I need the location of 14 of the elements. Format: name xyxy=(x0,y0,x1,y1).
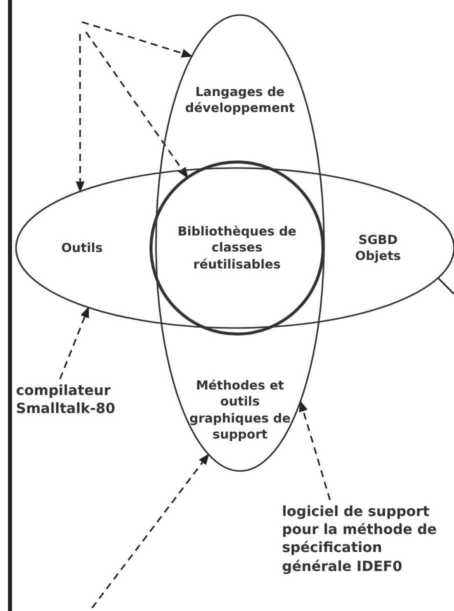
set-label: Langages de développement xyxy=(184,84,296,116)
connector-line xyxy=(437,277,454,295)
arrow xyxy=(76,34,85,193)
set-label: Bibliothèques de classes réutilisables xyxy=(176,224,298,272)
arrow xyxy=(91,454,210,608)
arrow xyxy=(82,21,193,58)
arrow xyxy=(59,306,90,380)
set-label: SGBD Objets xyxy=(354,232,402,264)
set-label: Méthodes et outils graphiques de support xyxy=(188,378,292,442)
set-label: Outils xyxy=(60,240,104,256)
arrow xyxy=(85,32,188,178)
arrow xyxy=(299,400,331,500)
annotation-text: logiciel de support pour la méthode de spécification générale IDEF0 xyxy=(282,503,454,576)
annotation-text: compilateur Smalltalk-80 xyxy=(16,382,151,418)
